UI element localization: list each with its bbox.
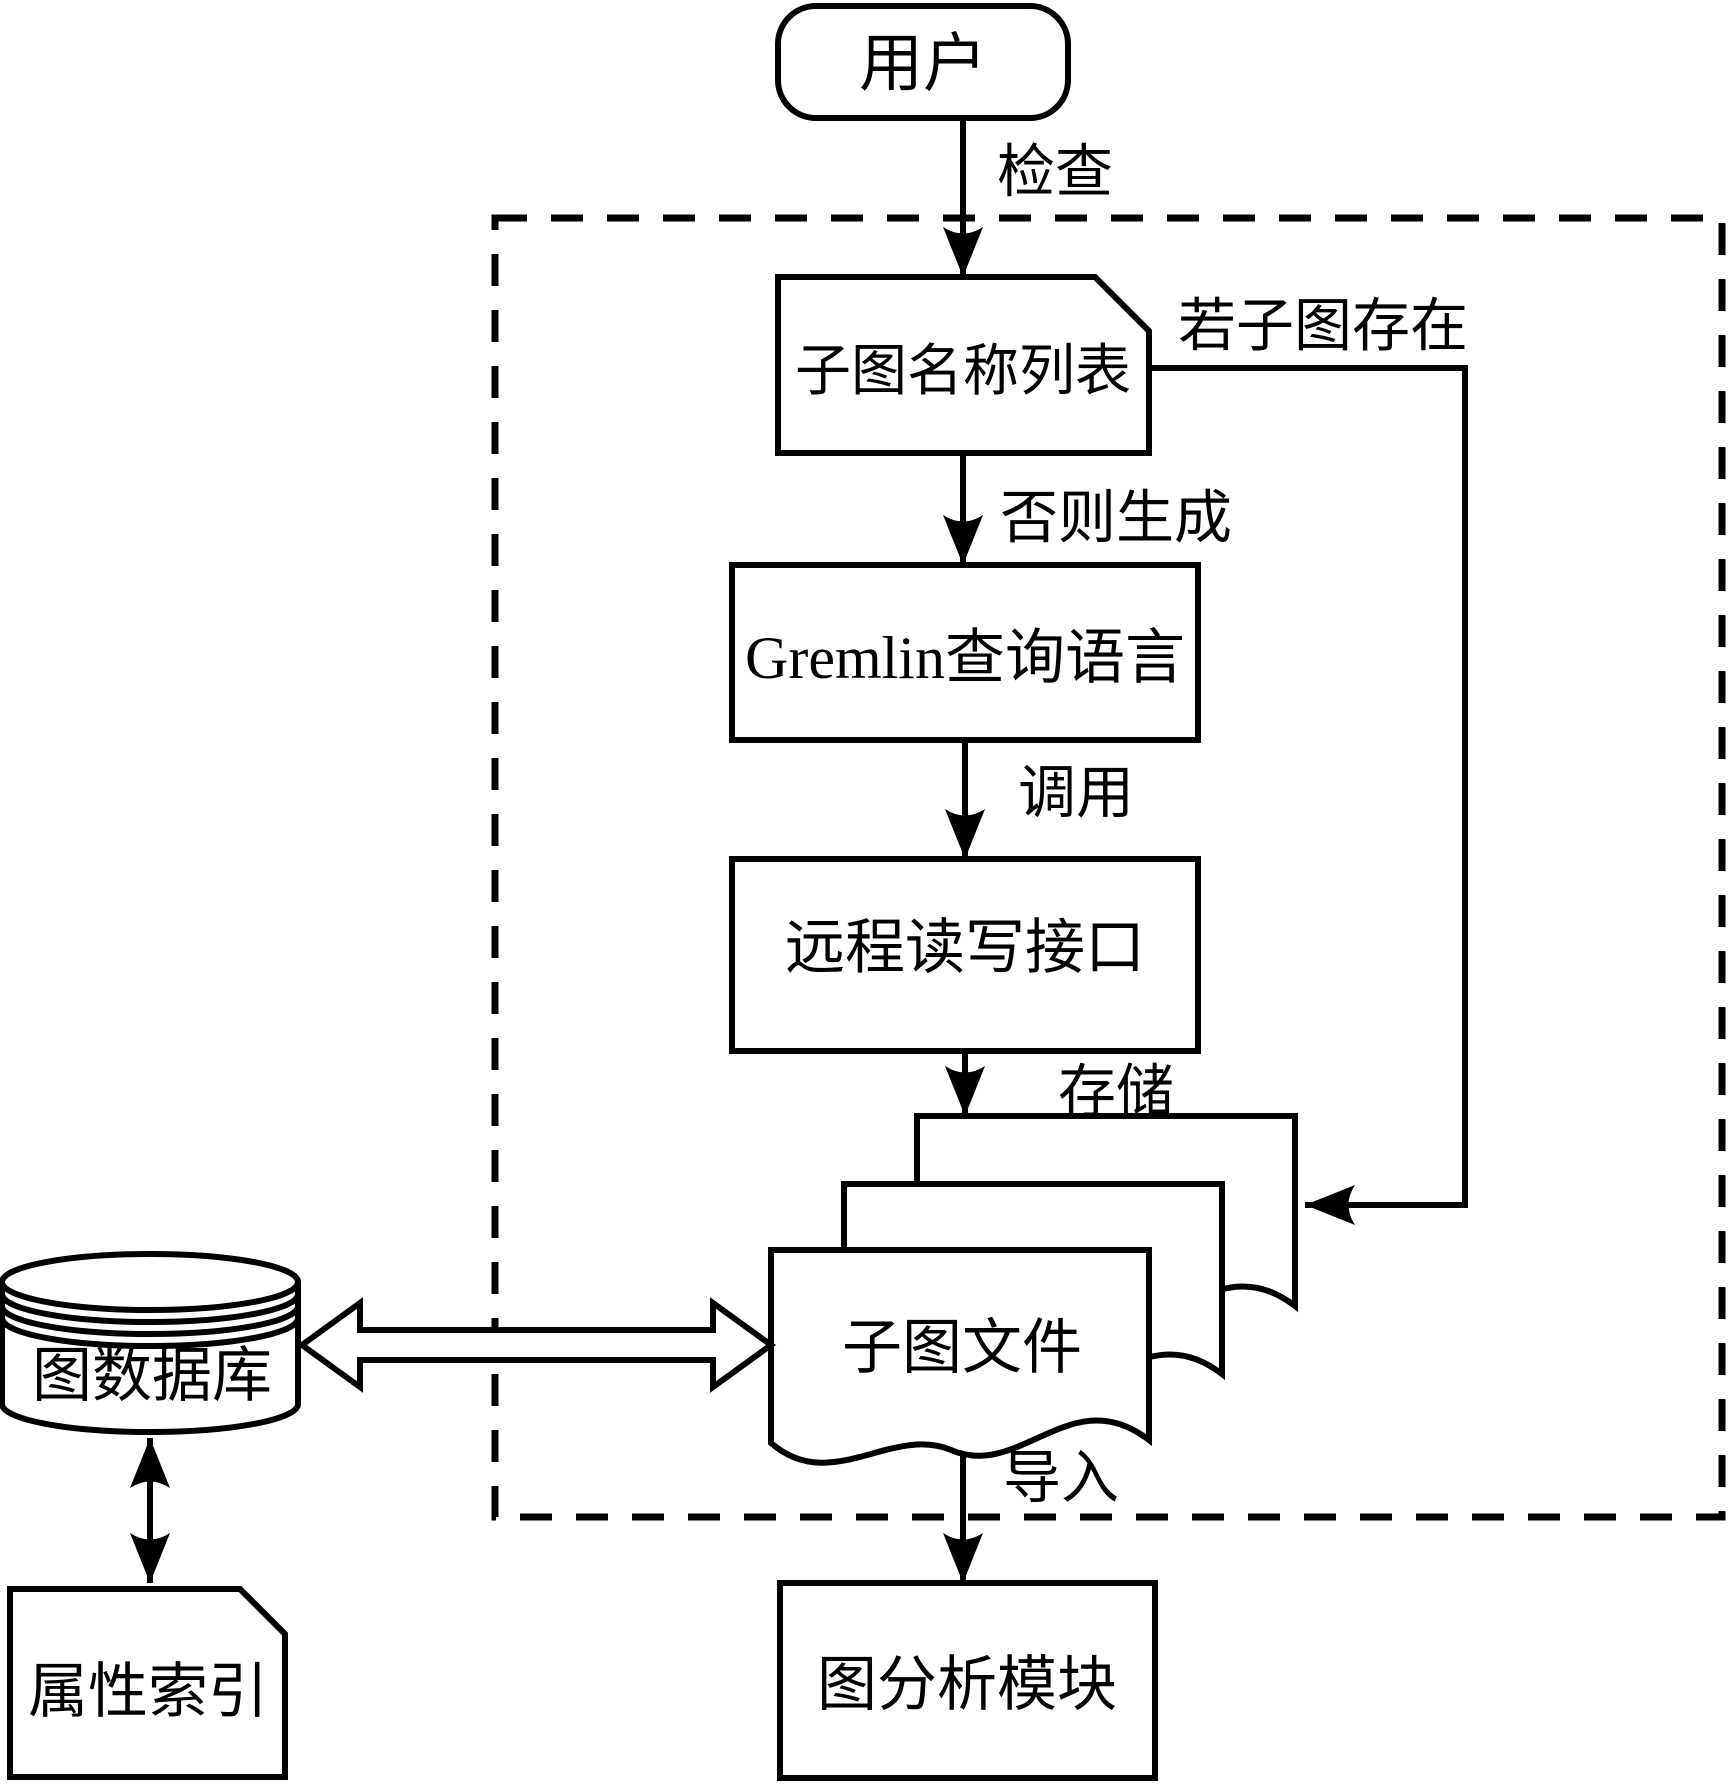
graph-database-cylinder-top <box>0 1251 301 1313</box>
edge-if-subgraph-exists-line <box>1149 365 1468 1225</box>
node-graph-analysis-module-label: 图分析模块 <box>817 1652 1117 1718</box>
node-user <box>775 3 1071 121</box>
node-subgraph-file <box>768 1247 1152 1466</box>
node-subgraph-name-list-label: 子图名称列表 <box>795 341 1131 403</box>
edge-label-invoke: 调用 <box>1018 761 1134 826</box>
node-remote-read-write-interface-label: 远程读写接口 <box>785 915 1145 981</box>
graph-database-ring-3 <box>0 1317 301 1349</box>
node-graph-analysis-module <box>777 1580 1158 1781</box>
edge-db-file-double-arrow <box>296 1297 777 1393</box>
node-graph-database: 图数据库 <box>0 1251 301 1435</box>
node-graph-database-label: 图数据库 <box>32 1343 272 1409</box>
node-subgraph-file-label: 子图文件 <box>842 1315 1082 1381</box>
edge-label-otherwise-generate: 否则生成 <box>1000 486 1232 551</box>
node-remote-read-write-interface <box>729 856 1201 1054</box>
system-boundary-dashed-box <box>491 214 1726 1521</box>
node-subgraph-name-list <box>775 274 1152 456</box>
node-gremlin-query-language-label: Gremlin查询语言 <box>745 625 1185 691</box>
edge-label-import: 导入 <box>1003 1446 1119 1511</box>
edge-label-if-subgraph-exists: 若子图存在 <box>1178 294 1468 359</box>
graph-database-ring-1 <box>0 1293 301 1325</box>
node-attribute-index-label: 属性索引 <box>28 1659 268 1725</box>
edge-label-check: 检查 <box>997 140 1113 205</box>
node-attribute-index <box>7 1586 288 1780</box>
node-user-label: 用户 <box>859 29 987 100</box>
graph-database-ring-2 <box>0 1305 301 1337</box>
